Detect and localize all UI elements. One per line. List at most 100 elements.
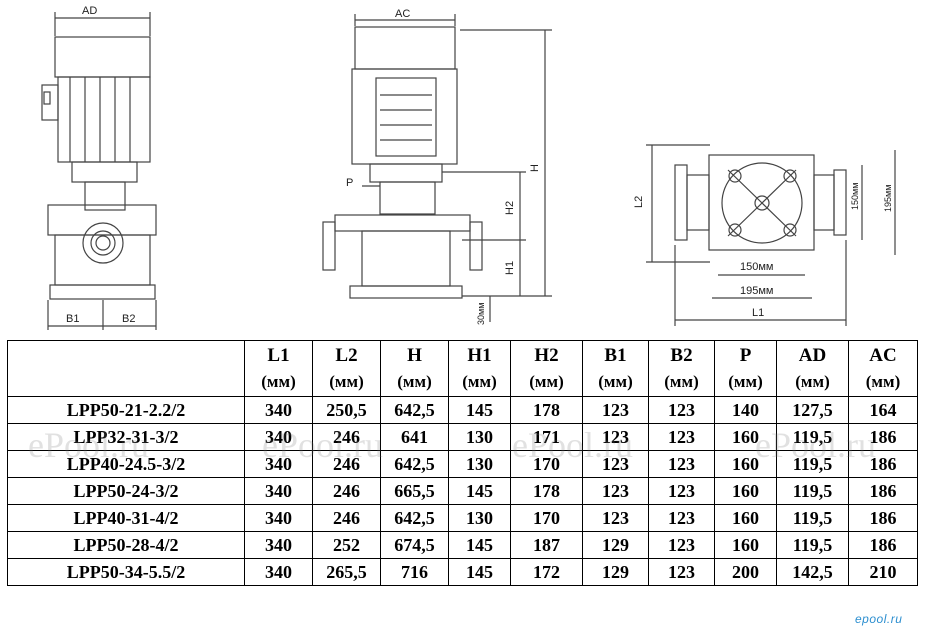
value-cell: 160 [714,504,777,532]
label-L1: L1 [752,307,764,319]
value-cell: 665,5 [380,477,449,505]
pump-drawings: AD B1 B2 AC H H2 H1 P 30мм L2 150мм 195м… [41,5,896,330]
value-cell: 145 [448,477,511,505]
value-cell: 160 [714,531,777,559]
value-cell: 178 [510,477,583,505]
value-cell: 160 [714,477,777,505]
value-cell: 142,5 [776,558,849,586]
value-cell: 119,5 [776,504,849,532]
value-cell: 145 [448,396,511,424]
column-header: H1(мм) [448,340,511,397]
column-header: H2(мм) [510,340,583,397]
value-cell: 130 [448,450,511,478]
value-cell: 145 [448,531,511,559]
value-cell: 119,5 [776,477,849,505]
model-cell: LPP32-31-3/2 [7,423,245,451]
value-cell: 164 [848,396,918,424]
value-cell: 123 [648,558,715,586]
model-cell: LPP50-28-4/2 [7,531,245,559]
top-view-drawing [646,144,896,326]
side-view-drawing [322,14,552,322]
label-B1: B1 [66,313,79,325]
model-cell: LPP40-24.5-3/2 [7,450,245,478]
value-cell: 716 [380,558,449,586]
table-header-row: L1(мм) L2(мм) H(мм) H1(мм) H2(мм) B1(мм)… [7,340,918,397]
label-H: H [529,164,541,172]
value-cell: 123 [582,396,649,424]
value-cell: 140 [714,396,777,424]
value-cell: 178 [510,396,583,424]
label-L2: L2 [633,196,645,208]
label-150mm-horizontal: 150мм [740,261,773,273]
value-cell: 210 [848,558,918,586]
value-cell: 171 [510,423,583,451]
value-cell: 129 [582,558,649,586]
value-cell: 340 [244,477,313,505]
value-cell: 200 [714,558,777,586]
column-header: P(мм) [714,340,777,397]
value-cell: 340 [244,450,313,478]
front-view-drawing [41,12,157,330]
value-cell: 340 [244,423,313,451]
label-AD: AD [82,5,97,17]
value-cell: 186 [848,531,918,559]
value-cell: 123 [582,423,649,451]
value-cell: 119,5 [776,423,849,451]
value-cell: 130 [448,423,511,451]
label-30mm: 30мм [476,303,486,325]
column-header: L2(мм) [312,340,381,397]
column-header: H(мм) [380,340,449,397]
value-cell: 119,5 [776,450,849,478]
column-header: B1(мм) [582,340,649,397]
value-cell: 187 [510,531,583,559]
value-cell: 642,5 [380,504,449,532]
value-cell: 129 [582,531,649,559]
column-header: AC(мм) [848,340,918,397]
value-cell: 123 [648,396,715,424]
column-header: L1(мм) [244,340,313,397]
value-cell: 123 [648,531,715,559]
label-P: P [346,177,353,189]
value-cell: 186 [848,477,918,505]
value-cell: 130 [448,504,511,532]
value-cell: 246 [312,477,381,505]
value-cell: 123 [648,423,715,451]
value-cell: 186 [848,450,918,478]
value-cell: 641 [380,423,449,451]
value-cell: 123 [582,504,649,532]
value-cell: 123 [582,450,649,478]
label-B2: B2 [122,313,135,325]
value-cell: 674,5 [380,531,449,559]
model-cell: LPP50-24-3/2 [7,477,245,505]
model-cell: LPP50-34-5.5/2 [7,558,245,586]
value-cell: 246 [312,504,381,532]
value-cell: 123 [582,477,649,505]
value-cell: 186 [848,504,918,532]
column-header-model [7,340,245,397]
value-cell: 172 [510,558,583,586]
value-cell: 145 [448,558,511,586]
value-cell: 186 [848,423,918,451]
label-H2: H2 [504,201,516,215]
value-cell: 246 [312,450,381,478]
spec-table: L1(мм) L2(мм) H(мм) H1(мм) H2(мм) B1(мм)… [7,340,918,586]
column-header: AD(мм) [776,340,849,397]
brand-logo: epool.ru [855,612,903,626]
value-cell: 170 [510,504,583,532]
model-cell: LPP40-31-4/2 [7,504,245,532]
label-AC: AC [395,8,410,20]
label-195mm-horizontal: 195мм [740,285,773,297]
label-H1: H1 [504,261,516,275]
value-cell: 123 [648,504,715,532]
value-cell: 170 [510,450,583,478]
value-cell: 340 [244,396,313,424]
value-cell: 642,5 [380,450,449,478]
column-header: B2(мм) [648,340,715,397]
value-cell: 123 [648,450,715,478]
value-cell: 340 [244,531,313,559]
